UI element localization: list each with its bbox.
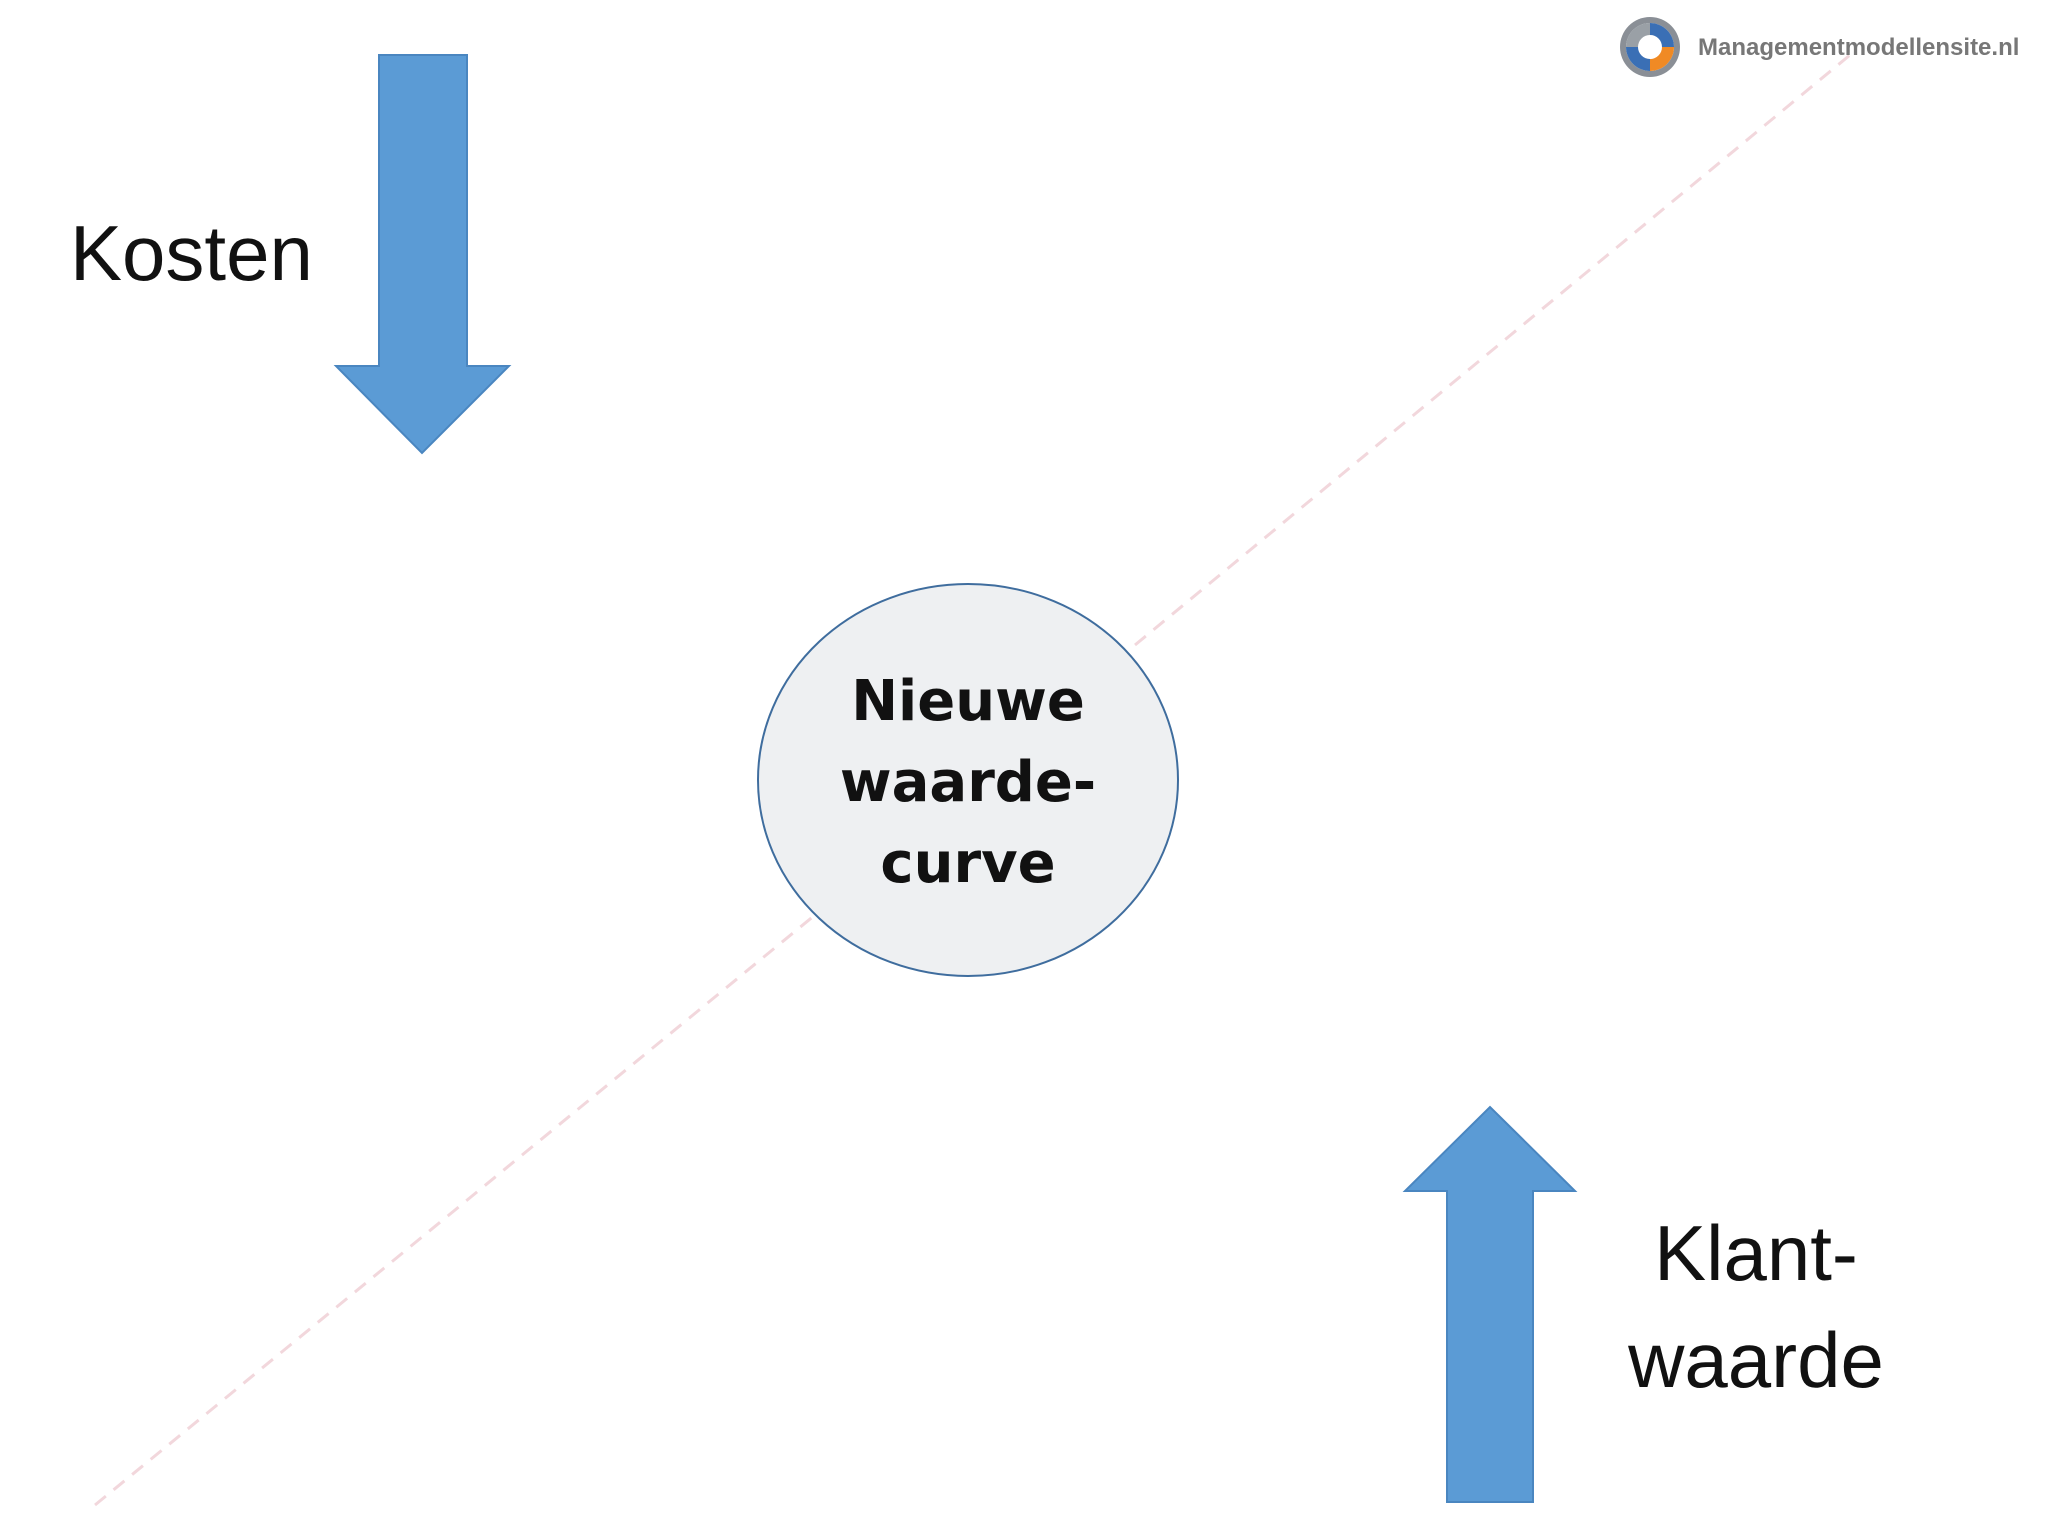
diagonal-line-upper <box>1134 53 1851 647</box>
kosten-label: Kosten <box>70 209 313 297</box>
diagonal-line <box>94 53 1851 1507</box>
klantwaarde-label-line-2: waarde <box>1627 1316 1884 1404</box>
center-label-line-3: curve <box>880 831 1055 896</box>
diagonal-line-lower <box>94 913 816 1507</box>
brand-name: Managementmodellensite.nl <box>1698 34 2019 61</box>
center-circle <box>757 583 1179 977</box>
up-arrow-icon <box>1402 1105 1578 1503</box>
center-label-line-2: waarde- <box>840 750 1096 815</box>
brand-logo: Managementmodellensite.nl <box>1620 17 2019 77</box>
down-arrow-icon <box>333 54 512 455</box>
center-label-line-1: Nieuwe <box>851 669 1085 734</box>
klantwaarde-label-line-1: Klant- <box>1654 1209 1858 1297</box>
managementmodellensite-logo-icon <box>1620 17 1680 77</box>
center-node: Nieuwe waarde- curve <box>757 583 1179 977</box>
